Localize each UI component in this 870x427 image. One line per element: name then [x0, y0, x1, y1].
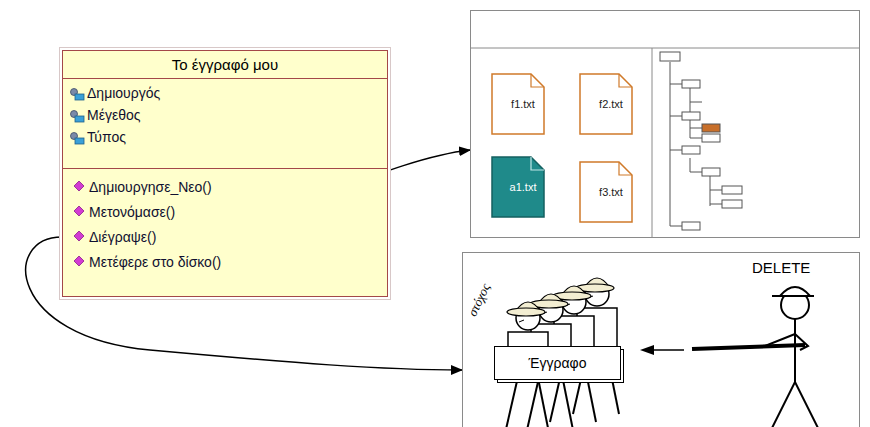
- method-row: Διέγραψε(): [89, 227, 387, 252]
- sign-text: Έγγραφο: [495, 347, 620, 379]
- folder-tree: [660, 52, 742, 230]
- target-label: στόχος: [465, 281, 494, 319]
- file-window: f1.txt f2.txt a1.txt f3.txt: [470, 10, 860, 238]
- stick-figure: [745, 287, 818, 427]
- shot-arrow: [652, 349, 684, 351]
- method-row: Μετέφερε στο δίσκο(): [89, 252, 387, 277]
- attribute-icon: [69, 131, 85, 145]
- method-name: Διέγραψε(): [89, 229, 156, 245]
- file-icon: f1.txt: [491, 73, 555, 135]
- window-divider: [652, 48, 653, 238]
- method-name: Μετονόμασε(): [89, 204, 175, 220]
- file-icon: f2.txt: [579, 73, 643, 135]
- method-icon: [73, 205, 85, 217]
- method-icon: [73, 255, 85, 267]
- document-sign: Έγγραφο: [494, 346, 621, 380]
- delete-label: DELETE: [752, 259, 810, 276]
- class-title-band: Το έγγραφό μου: [63, 51, 387, 79]
- file-icon: a1.txt: [491, 156, 555, 218]
- attribute-icon: [69, 109, 85, 123]
- class-name: Το έγγραφό μου: [172, 56, 278, 73]
- file-name: f1.txt: [491, 97, 555, 111]
- file-name: f3.txt: [579, 185, 643, 199]
- file-icon: f3.txt: [579, 161, 643, 223]
- method-icon: [73, 180, 85, 192]
- method-row: Δημιουργησε_Νεο(): [89, 177, 387, 202]
- file-name: a1.txt: [491, 180, 555, 194]
- method-name: Μετέφερε στο δίσκο(): [89, 254, 221, 270]
- attribute-icon: [69, 87, 85, 101]
- shot-arrowhead: [640, 345, 654, 355]
- attribute-row: Δημιουργός: [87, 83, 387, 105]
- method-row: Μετονόμασε(): [89, 202, 387, 227]
- attribute-section: ΔημιουργόςΜέγεθοςΤύπος: [63, 79, 387, 169]
- illustration-panel: Έγγραφο: [462, 252, 860, 427]
- attribute-name: Δημιουργός: [87, 85, 160, 101]
- class-box: Το έγγραφό μουΔημιουργόςΜέγεθοςΤύποςΔημι…: [62, 50, 388, 297]
- method-section: Δημιουργησε_Νεο() Μετονόμασε() Διέγραψε() Μ…: [63, 169, 387, 277]
- file-name: f2.txt: [579, 97, 643, 111]
- attribute-row: Μέγεθος: [87, 105, 387, 127]
- method-name: Δημιουργησε_Νεο(): [89, 179, 212, 195]
- attribute-name: Τύπος: [87, 129, 126, 145]
- rifle: [692, 345, 805, 349]
- attribute-name: Μέγεθος: [87, 107, 140, 123]
- window-bar-line: [470, 48, 860, 49]
- method-icon: [73, 230, 85, 242]
- attribute-row: Τύπος: [87, 127, 387, 149]
